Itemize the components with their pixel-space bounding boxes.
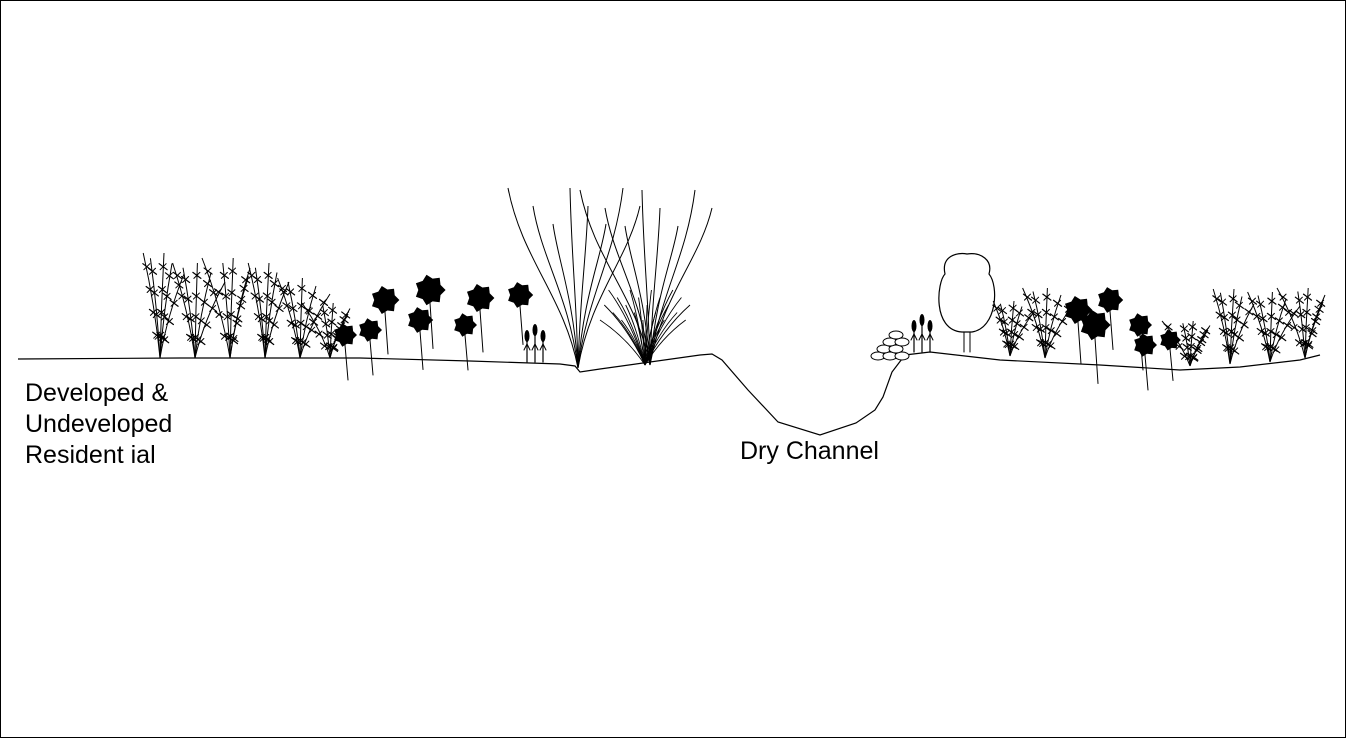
deciduous-tree-icon [939,254,995,352]
thorny-shrub-icon [173,263,225,358]
dry-channel-label: Dry Channel [740,436,879,467]
dark-flower-cluster-icon [1081,310,1111,384]
thorny-shrub-icon [1213,289,1254,364]
thorny-shrub-icon [1023,288,1075,358]
thorny-shrub-icon [248,263,289,358]
left-zone-label-line-3: Resident ial [25,440,172,471]
dark-flower-cluster-icon [372,286,399,354]
thorny-shrub-icon [278,278,330,358]
ground-profile [18,352,1320,435]
thorny-shrub-icon [143,253,184,358]
thorny-shrub-icon [202,258,250,358]
bulb-plant-icon [524,324,546,362]
dark-flower-cluster-icon [1160,330,1181,381]
dark-flower-cluster-icon [359,318,382,375]
bulb-plant-icon [911,314,933,352]
left-zone-label-line-2: Undeveloped [25,409,172,440]
rock-pile-icon [871,331,909,360]
left-zone-label: Developed & Undeveloped Resident ial [25,378,172,471]
vegetation-layer [143,188,1325,390]
dark-flower-cluster-icon [1134,333,1157,390]
left-zone-label-line-1: Developed & [25,378,172,409]
grass-tuft-icon [600,290,690,365]
thorny-shrub-icon [1248,292,1300,362]
